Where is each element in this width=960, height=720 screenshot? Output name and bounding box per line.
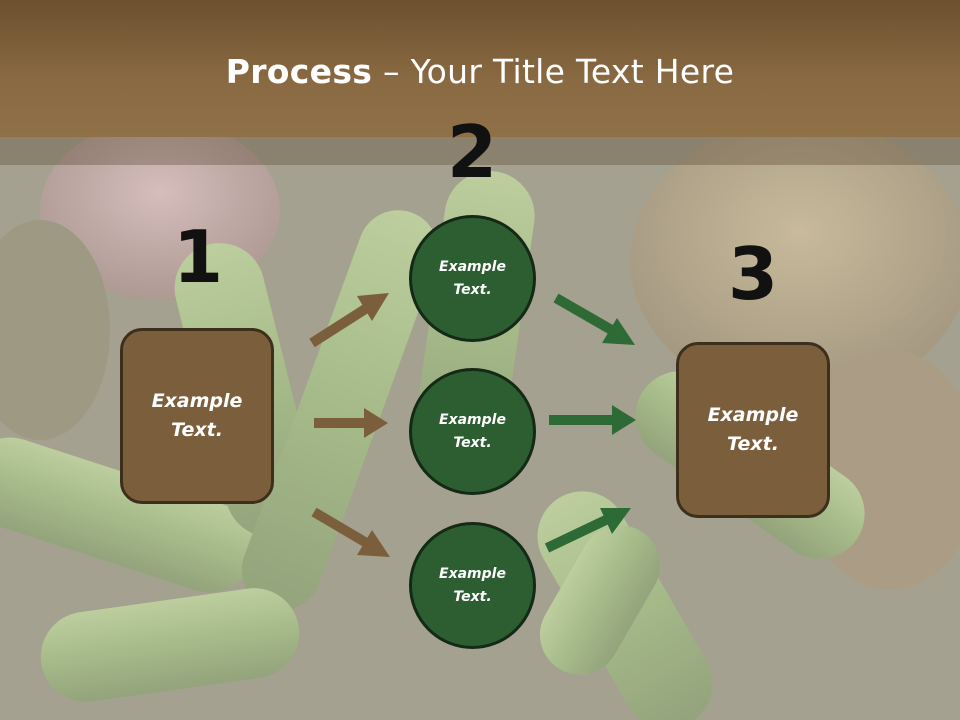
left-box-line1: Example xyxy=(151,390,243,412)
title-rest: – Your Title Text Here xyxy=(372,52,735,91)
title-band xyxy=(0,137,960,165)
circle-middle-line1: Example xyxy=(439,411,506,428)
arrow-left-lower xyxy=(311,507,390,557)
step-number-1: 1 xyxy=(172,215,224,299)
arrow-right-upper xyxy=(553,293,635,345)
step-number-2: 2 xyxy=(446,110,498,194)
arrow-right-lower xyxy=(544,508,631,553)
arrow-left-middle xyxy=(314,408,388,438)
circle-top-line1: Example xyxy=(439,258,506,275)
arrow-right-middle xyxy=(549,405,636,435)
title-bold: Process xyxy=(225,52,373,91)
step-number-3: 3 xyxy=(727,232,779,316)
circle-top-line2: Text. xyxy=(453,281,492,298)
slide-title: Process – Your Title Text Here xyxy=(0,52,960,91)
circle-bottom-line2: Text. xyxy=(453,588,492,605)
right-box-line2: Text. xyxy=(727,433,779,455)
left-box-line2: Text. xyxy=(171,419,223,441)
circle-middle-line2: Text. xyxy=(453,434,492,451)
right-box-line1: Example xyxy=(707,404,799,426)
title-bar xyxy=(0,0,960,137)
arrow-left-upper xyxy=(309,293,389,348)
circle-bottom-line1: Example xyxy=(439,565,506,582)
